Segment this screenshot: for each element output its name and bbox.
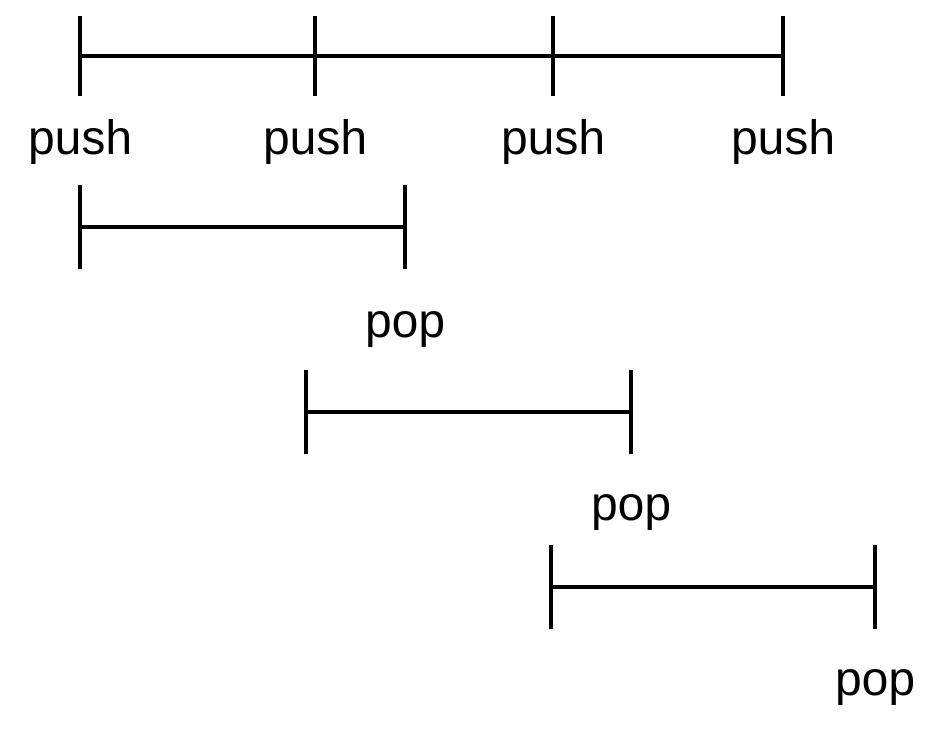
pop-label: pop [834,653,916,706]
tick-mark [551,16,555,96]
tick-mark [78,16,82,96]
tick-mark [313,16,317,96]
tick-mark [78,185,82,269]
push-label: push [500,112,606,165]
tick-mark [304,370,308,454]
tick-mark [873,545,877,629]
tick-mark [781,16,785,96]
pop-label: pop [364,295,446,348]
interval-line [304,410,633,414]
push-label: push [262,112,368,165]
push-label: push [730,112,836,165]
interval-line [78,54,785,58]
interval-line [549,585,877,589]
pop-label: pop [590,478,672,531]
interval-line [78,225,407,229]
tick-mark [629,370,633,454]
push-label: push [27,112,133,165]
tick-mark [403,185,407,269]
tick-mark [549,545,553,629]
